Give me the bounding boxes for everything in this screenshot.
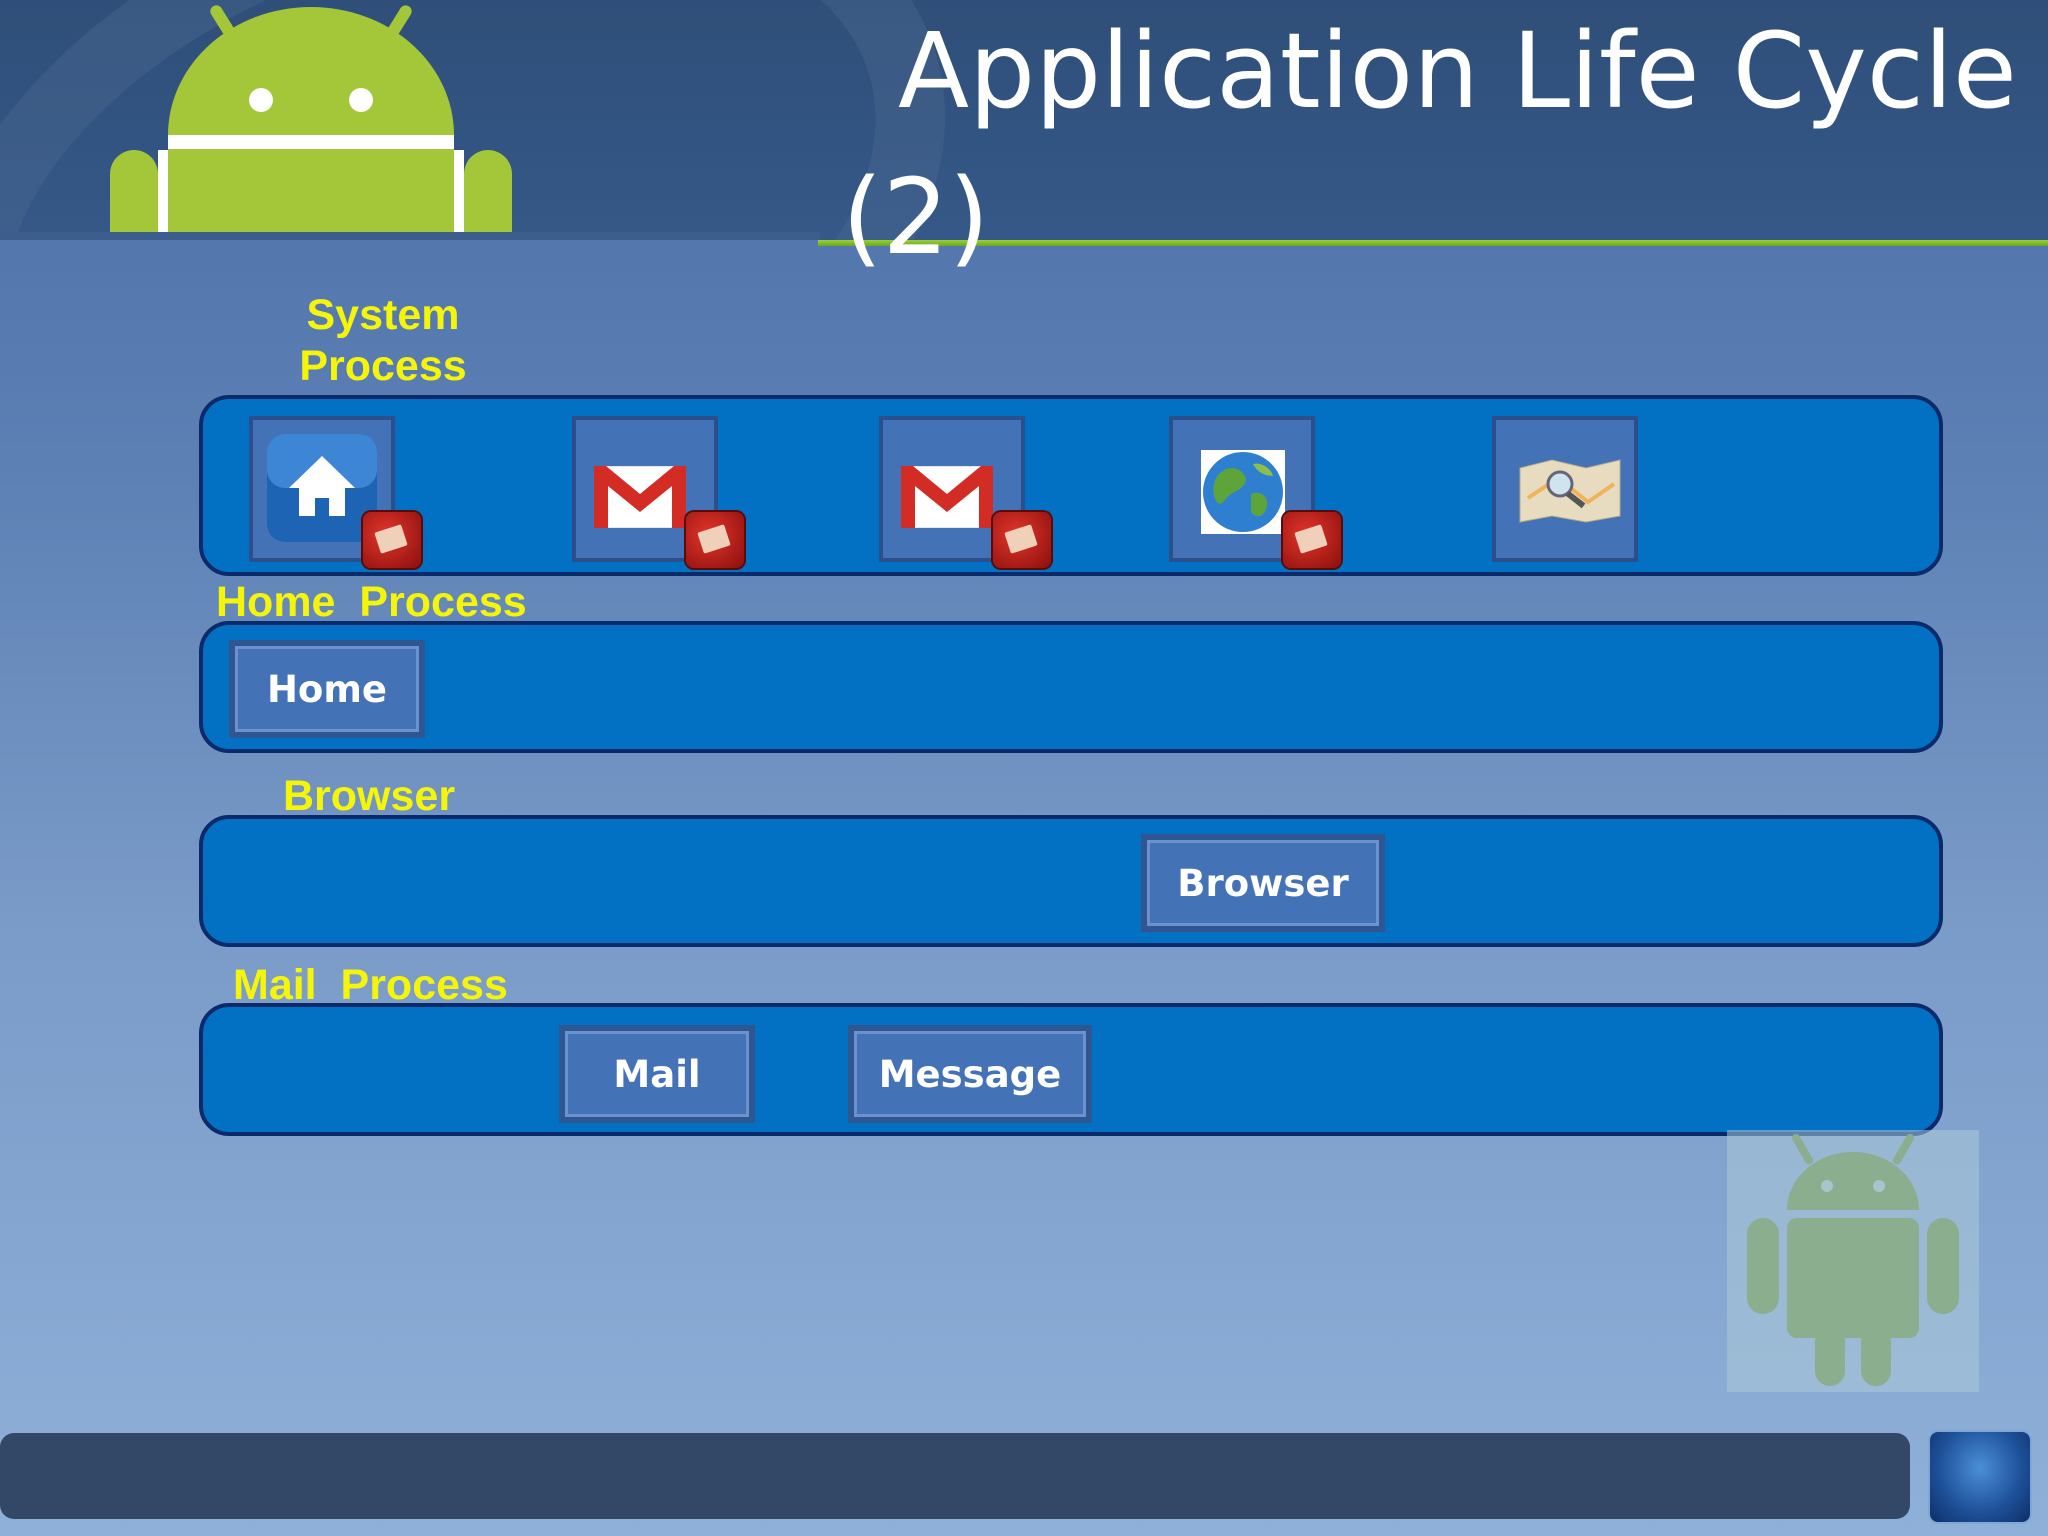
footer-bar <box>0 1433 1910 1519</box>
title-underline <box>818 240 2048 246</box>
gmail-app-tile[interactable] <box>572 416 744 568</box>
mail-badge-icon <box>1283 512 1341 568</box>
slide-title: Application Life Cycle (2) <box>842 10 2017 278</box>
gmail-icon <box>901 466 993 528</box>
android-watermark <box>1727 1130 1979 1392</box>
mail-badge-icon <box>363 512 421 568</box>
maps-app-tile[interactable] <box>1492 416 1638 562</box>
browser-activity-button[interactable]: Browser <box>1141 834 1385 932</box>
android-watermark-icon <box>1747 1133 1959 1386</box>
browser-process-label: Browser <box>283 772 456 820</box>
mail-process-label: Mail Process <box>233 961 508 1009</box>
mail-activity-button[interactable]: Mail <box>559 1025 755 1123</box>
system-process-lane <box>199 395 1943 576</box>
header-divider <box>0 232 820 240</box>
mail-process-lane: Mail Message <box>199 1003 1943 1136</box>
slide-header <box>0 0 2048 240</box>
system-process-label: System Process <box>299 291 467 390</box>
home-process-lane: Home <box>199 621 1943 753</box>
gmail-app-tile[interactable] <box>879 416 1051 568</box>
globe-icon <box>1201 450 1285 534</box>
browser-app-tile[interactable] <box>1169 416 1341 568</box>
mail-badge-icon <box>993 512 1051 568</box>
browser-process-lane: Browser <box>199 815 1943 947</box>
mail-badge-icon <box>686 512 744 568</box>
message-activity-button[interactable]: Message <box>848 1025 1092 1123</box>
home-app-tile[interactable] <box>249 416 421 568</box>
map-icon <box>1519 459 1621 523</box>
home-app-icon <box>267 434 377 542</box>
footer-logo-icon <box>1928 1430 2032 1524</box>
gmail-icon <box>594 466 686 528</box>
home-process-label: Home Process <box>216 578 527 626</box>
android-logo-icon <box>110 5 512 240</box>
home-activity-button[interactable]: Home <box>229 640 425 738</box>
